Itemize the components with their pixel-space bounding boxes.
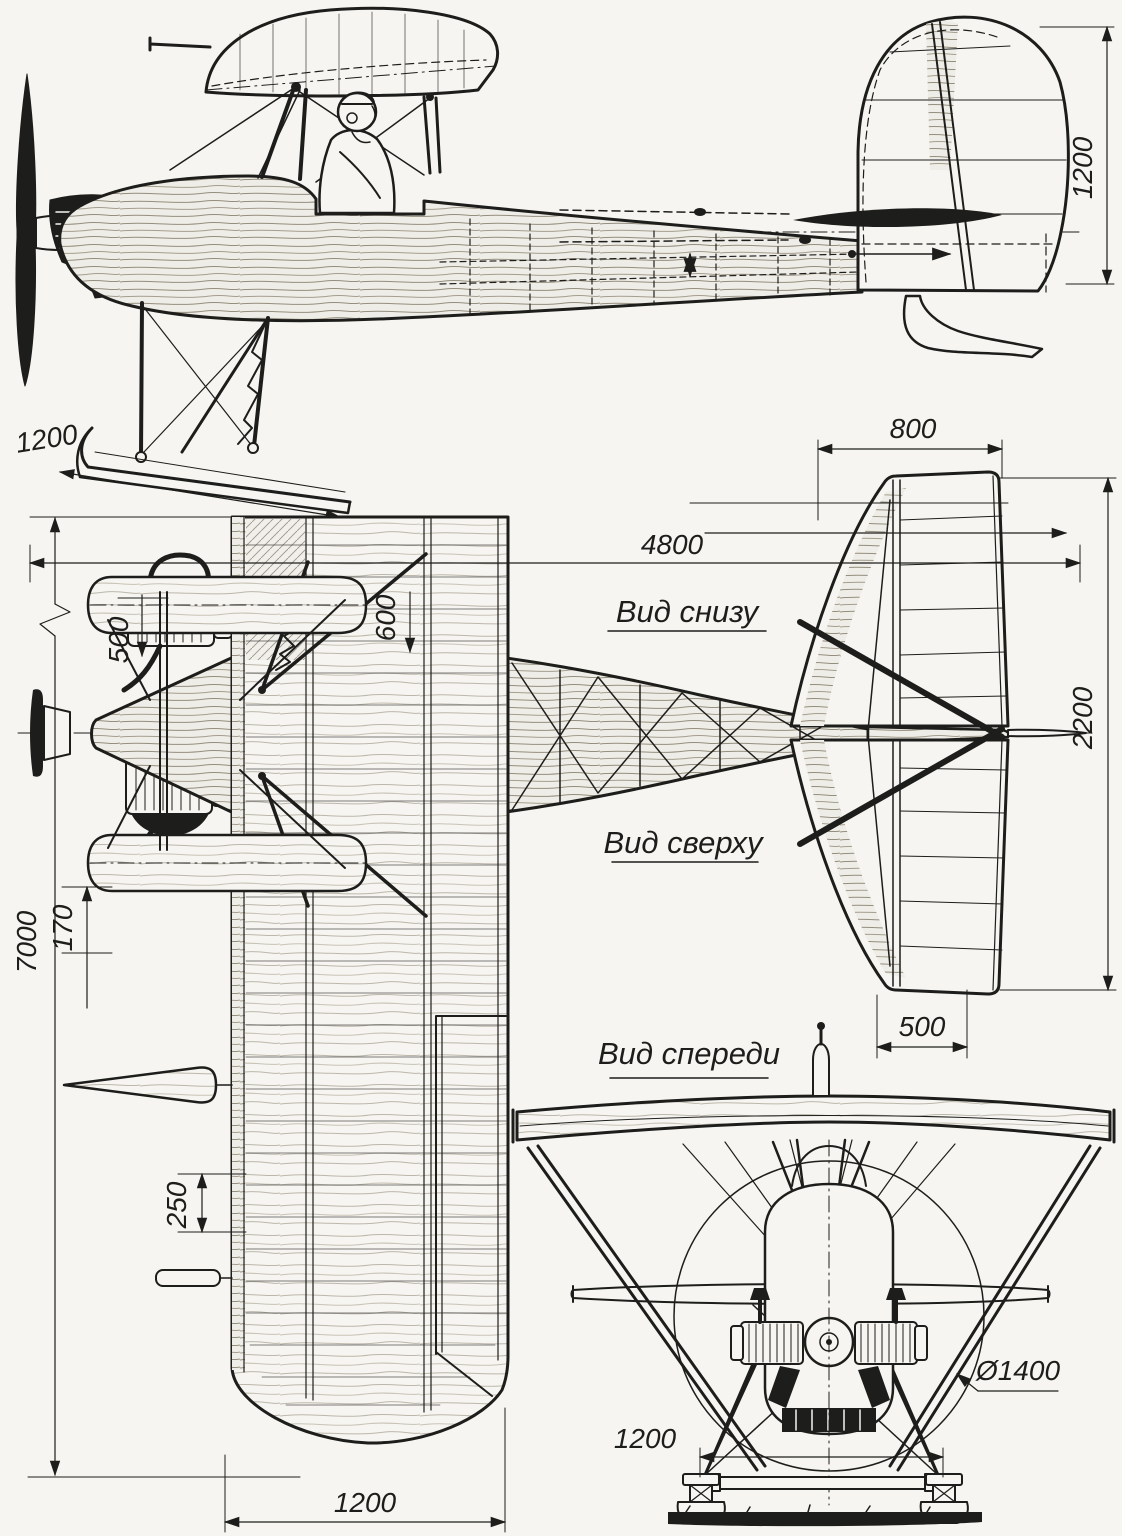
view-label-top: Вид сверху (603, 825, 765, 863)
dim-prop-diameter-label: Ø1400 (975, 1355, 1060, 1386)
dim-ski-length: 1200 (13, 418, 342, 520)
fuselage-frames-hidden (439, 218, 859, 315)
dim-rib-pitch-label: 250 (161, 1181, 192, 1229)
wing-side (148, 6, 499, 98)
dim-nose-offset-label: 500 (103, 616, 134, 663)
propeller-blade (15, 73, 37, 387)
engine-front (730, 1288, 928, 1432)
propeller-plan (30, 689, 43, 777)
view-label-bottom-text: Вид снизу (616, 594, 761, 629)
dim-stab-span-label: 2200 (1067, 686, 1098, 750)
ski-plan-upper (86, 575, 368, 635)
dim-rib-pitch: 250 (161, 1172, 247, 1234)
dim-overall-length-label: 4800 (641, 529, 704, 560)
rudder-plan (1007, 728, 1087, 738)
view-label-bottom: Вид снизу (607, 594, 767, 632)
fin-plan-braces (797, 619, 1005, 847)
dim-prop-diameter: Ø1400 (955, 1355, 1060, 1392)
stabilizer-side (559, 208, 1002, 261)
stabilizer-plan (789, 470, 1010, 996)
headrest-pylon (812, 1022, 830, 1097)
dim-wing-span-label: 7000 (11, 910, 42, 973)
spinner-plan (43, 705, 71, 761)
wing-spars (243, 516, 499, 1413)
main-ski (76, 426, 352, 515)
view-label-front: Вид спереди (598, 1036, 780, 1079)
pitot-tube (148, 36, 212, 52)
dim-nose-offset: 500 (103, 594, 169, 663)
dim-strut-station: 600 (370, 591, 416, 654)
ski-struts-plan (107, 591, 346, 869)
skis-front (668, 1473, 982, 1527)
dim-ski-track-label: 1200 (614, 1423, 677, 1454)
aileron (435, 1015, 507, 1397)
dim-stab-tip-chord: 500 (875, 989, 969, 1059)
ski-plan-lower (86, 833, 368, 893)
dim-ski-length-label: 1200 (13, 418, 80, 458)
wing-ribs (245, 544, 507, 1406)
dim-stab-span: 2200 (999, 476, 1117, 992)
pitot-plan (155, 1269, 233, 1287)
dim-stab-tip-chord-label: 500 (899, 1011, 946, 1042)
tail-fin (856, 15, 1070, 293)
dim-wing-chord-label: 1200 (334, 1487, 397, 1518)
pilot (318, 91, 396, 215)
dim-fin-height-label: 1200 (1067, 136, 1098, 199)
dim-ski-offset-label: 170 (47, 904, 78, 951)
cabane-struts (169, 82, 442, 183)
tail-ski (902, 294, 1044, 359)
dim-fin-height: 1200 (1039, 25, 1115, 286)
wing-front (511, 1094, 1116, 1144)
dim-stab-root-chord: 800 (816, 413, 1004, 521)
view-label-front-text: Вид спереди (598, 1036, 780, 1071)
fuselage-side (58, 174, 864, 323)
dim-ski-track: 1200 (614, 1423, 945, 1478)
view-label-top-text: Вид сверху (603, 825, 765, 860)
strut-fairing-plan (62, 1066, 218, 1104)
ground (668, 1512, 982, 1527)
tail-truss (511, 662, 831, 811)
dim-ski-offset: 170 (47, 885, 113, 1009)
dim-overall-length: 4800 (28, 529, 1082, 583)
dim-stab-root-chord-label: 800 (890, 413, 937, 444)
plan-view: 4800 800 2200 500 500 600 (11, 413, 1117, 1533)
side-view: 1200 1200 (13, 6, 1115, 520)
dim-wing-chord: 1200 (223, 1407, 507, 1533)
dim-strut-station-label: 600 (370, 594, 401, 641)
front-view: 1200 Ø1400 Вид спереди (511, 1022, 1116, 1527)
dim-wing-span: 7000 (11, 516, 301, 1478)
